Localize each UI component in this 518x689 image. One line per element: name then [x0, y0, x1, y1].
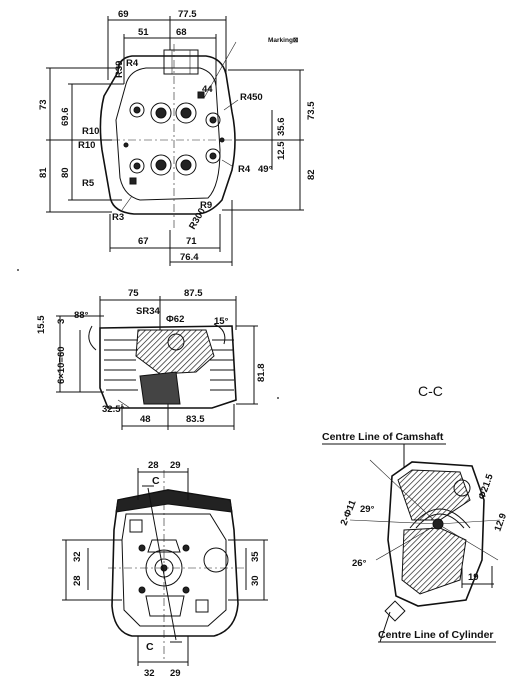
dim-81: 81 — [38, 167, 49, 178]
dim-sr34: SR34 — [136, 306, 160, 317]
dim-44: 44 — [202, 84, 213, 95]
dim-49deg: 49° — [258, 164, 273, 175]
top-view: 69 77.5 51 68 R39 R4 R450 73 69.6 R10 R1… — [38, 9, 317, 266]
dim-32-bottom: 32 — [144, 668, 155, 679]
dim-81-8: 81.8 — [256, 364, 267, 383]
bottom-view-holes — [129, 519, 229, 617]
dim-67: 67 — [138, 236, 149, 247]
dim-26deg: 26° — [352, 558, 367, 569]
dim-77-5: 77.5 — [178, 9, 197, 20]
cylinder-centre-label: Centre Line of Cylinder — [378, 629, 494, 641]
top-view-holes — [123, 91, 225, 185]
dim-29-top: 29 — [170, 460, 181, 471]
dim-68: 68 — [176, 27, 187, 38]
dim-80: 80 — [60, 167, 71, 178]
dim-69-6: 69.6 — [60, 108, 71, 127]
side-view: 75 87.5 15.5 3 88° SR34 Φ62 15° 6×10=60 … — [36, 288, 267, 430]
dim-88deg: 88° — [74, 310, 89, 321]
dim-69: 69 — [118, 9, 129, 20]
dim-r450: R450 — [240, 92, 263, 103]
dim-r9: R9 — [200, 200, 212, 211]
dim-73-5: 73.5 — [306, 101, 317, 120]
dim-15deg: 15° — [214, 316, 229, 327]
dim-r5: R5 — [82, 178, 95, 189]
dim-35-6: 35.6 — [276, 118, 287, 137]
dim-r4-top: R4 — [126, 58, 139, 69]
dim-r10-a: R10 — [82, 126, 99, 137]
dim-82: 82 — [306, 169, 317, 180]
dim-15-5: 15.5 — [36, 315, 47, 334]
dim-32-left: 32 — [72, 551, 83, 562]
section-title: C-C — [418, 383, 443, 399]
dim-83-5: 83.5 — [186, 414, 205, 425]
dim-28-left: 28 — [72, 575, 83, 586]
section-mark-c-top: C — [152, 475, 160, 487]
dim-r39: R39 — [114, 61, 125, 78]
dim-12-9: 12.9 — [492, 512, 509, 533]
dim-48: 48 — [140, 414, 151, 425]
marking-label: Marking⊠ — [268, 37, 299, 44]
dim-r4-right: R4 — [238, 164, 251, 175]
bottom-view: C C 28 29 32 28 30 35 32 29 — [62, 460, 268, 679]
dim-29-bottom: 29 — [170, 668, 181, 679]
dim-30-right: 30 — [250, 575, 261, 586]
section-cc: C-C Centre Line of Camshaft Centre Line … — [322, 383, 509, 643]
dim-r10-b: R10 — [78, 140, 95, 151]
dim-35-right: 35 — [250, 551, 261, 562]
dim-29deg: 29° — [360, 504, 375, 515]
dim-51: 51 — [138, 27, 149, 38]
dim-32-5deg: 32.5° — [102, 404, 124, 415]
dim-76-4: 76.4 — [180, 252, 199, 263]
dim-73: 73 — [38, 99, 49, 110]
section-mark-c-bottom: C — [146, 641, 154, 653]
dim-12-5: 12.5 — [276, 141, 287, 160]
dim-87-5: 87.5 — [184, 288, 203, 299]
dim-r3: R3 — [112, 212, 124, 223]
dim-phi62: Φ62 — [166, 314, 184, 325]
camshaft-centre-label: Centre Line of Camshaft — [322, 431, 444, 443]
dim-6x10-60: 6×10=60 — [56, 346, 67, 384]
side-view-fins — [104, 339, 234, 391]
dim-19: 19 — [468, 572, 479, 583]
dim-phi21-5: Φ21.5 — [476, 472, 496, 501]
dim-75: 75 — [128, 288, 139, 299]
dim-3: 3 — [56, 319, 67, 324]
dim-2-phi11: 2-Φ11 — [339, 498, 359, 527]
dim-71: 71 — [186, 236, 197, 247]
dim-28-top: 28 — [148, 460, 159, 471]
